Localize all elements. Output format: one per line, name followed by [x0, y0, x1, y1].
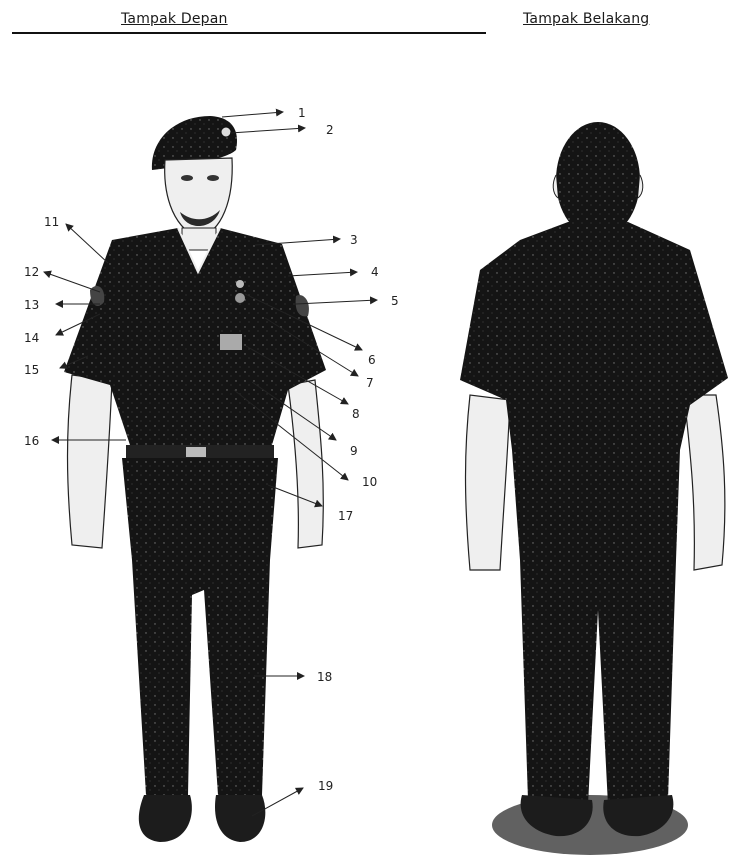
callout-6: 6 [368, 353, 376, 367]
callout-18: 18 [317, 670, 332, 684]
beret-badge [221, 127, 231, 137]
callout-10: 10 [362, 475, 377, 489]
callout-15: 15 [24, 363, 39, 377]
back-head [556, 122, 640, 238]
callout-11: 11 [44, 215, 59, 229]
callout-19: 19 [318, 779, 333, 793]
front-left-arm [68, 375, 113, 548]
callout-8: 8 [352, 407, 360, 421]
callout-9: 9 [350, 444, 358, 458]
callout-16: 16 [24, 434, 39, 448]
front-figure [64, 116, 326, 842]
callout-4: 4 [371, 265, 379, 279]
callout-7: 7 [366, 376, 374, 390]
callout-3: 3 [350, 233, 358, 247]
callout-2: 2 [326, 123, 334, 137]
callout-14: 14 [24, 331, 39, 345]
callout-1: 1 [298, 106, 306, 120]
front-left-shoe [139, 795, 192, 842]
callout-5: 5 [391, 294, 399, 308]
back-figure [460, 122, 728, 855]
front-right-shoe [215, 795, 265, 842]
callout-17: 17 [338, 509, 353, 523]
callout-13: 13 [24, 298, 39, 312]
front-trousers [122, 458, 278, 795]
callout-12: 12 [24, 265, 39, 279]
back-trousers [512, 450, 680, 805]
front-right-arm [288, 380, 323, 548]
